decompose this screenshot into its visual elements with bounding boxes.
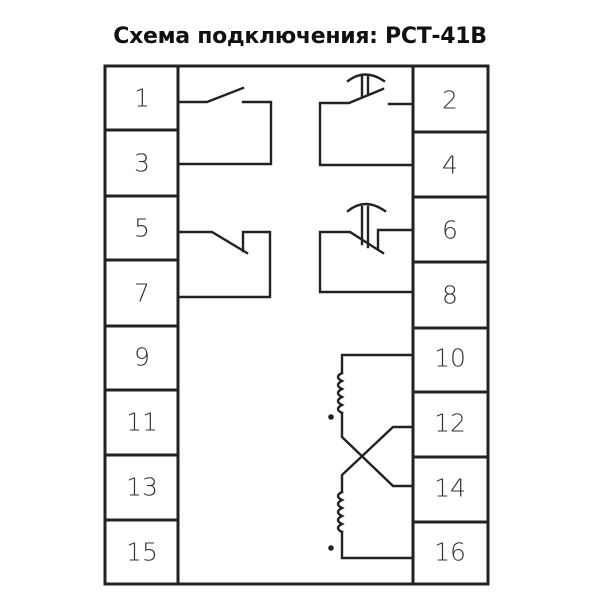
terminal-6: 6	[442, 216, 458, 245]
polarity-dot	[328, 545, 334, 551]
terminal-15: 15	[126, 538, 158, 567]
contact-1-3	[176, 86, 273, 166]
diagram-title: Схема подключения: РСТ-41В	[113, 24, 487, 49]
terminal-1: 1	[134, 84, 150, 113]
terminal-12: 12	[434, 409, 466, 438]
terminal-3: 3	[134, 149, 150, 178]
terminal-4: 4	[442, 151, 458, 180]
terminal-10: 10	[434, 344, 466, 373]
polarity-dot	[328, 414, 334, 420]
coil-12-16	[328, 425, 415, 560]
terminal-7: 7	[134, 279, 150, 308]
terminal-16: 16	[434, 538, 466, 567]
terminal-13: 13	[126, 473, 158, 502]
terminal-11: 11	[126, 408, 158, 437]
terminal-2: 2	[442, 86, 458, 115]
coil-10-14	[328, 353, 415, 488]
terminal-8: 8	[442, 281, 458, 310]
terminal-14: 14	[434, 474, 466, 503]
contact-2-4-pushbutton	[318, 73, 415, 167]
contact-5-7	[176, 230, 272, 299]
terminal-5: 5	[134, 214, 150, 243]
contact-6-8-pushbutton	[318, 202, 415, 294]
terminal-9: 9	[134, 343, 150, 372]
